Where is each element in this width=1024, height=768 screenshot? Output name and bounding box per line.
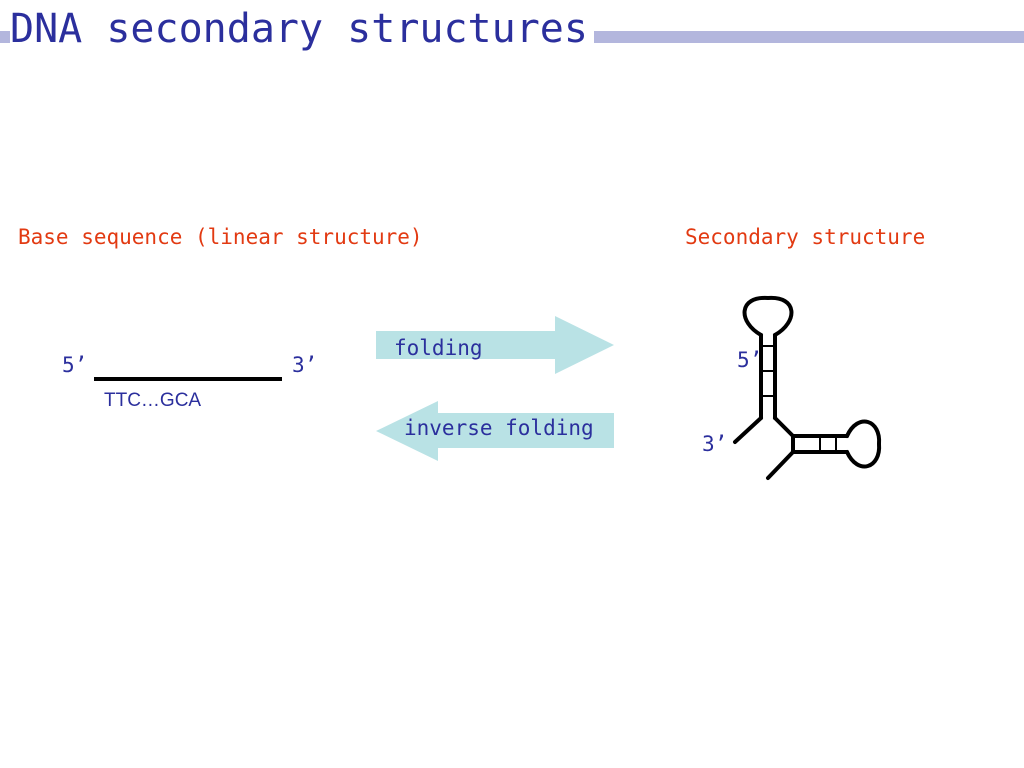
junction-upper <box>773 416 795 438</box>
folding-arrow <box>376 316 614 374</box>
linear-three-prime-label: 3’ <box>292 353 318 377</box>
linear-structure-heading: Base sequence (linear structure) <box>18 225 423 249</box>
side-hairpin-loop <box>845 419 882 469</box>
hairpin-structure <box>733 295 882 480</box>
folding-label: folding <box>394 336 483 360</box>
side-stem-base-pairs <box>819 435 837 453</box>
secondary-three-prime-label: 3’ <box>702 432 728 456</box>
secondary-structure-heading: Secondary structure <box>685 225 926 249</box>
secondary-five-prime-label: 5’ <box>737 348 763 372</box>
linear-five-prime-label: 5’ <box>62 353 88 377</box>
top-hairpin-loop <box>742 295 794 337</box>
slide-title: DNA secondary structures <box>10 3 594 55</box>
three-prime-tail <box>733 416 763 444</box>
sequence-label: TTC…GCA <box>104 390 202 411</box>
inverse-folding-label: inverse folding <box>404 416 594 440</box>
inverse-folding-arrow <box>376 401 614 461</box>
five-prime-tail <box>766 450 795 480</box>
stem-base-pairs <box>760 345 776 397</box>
